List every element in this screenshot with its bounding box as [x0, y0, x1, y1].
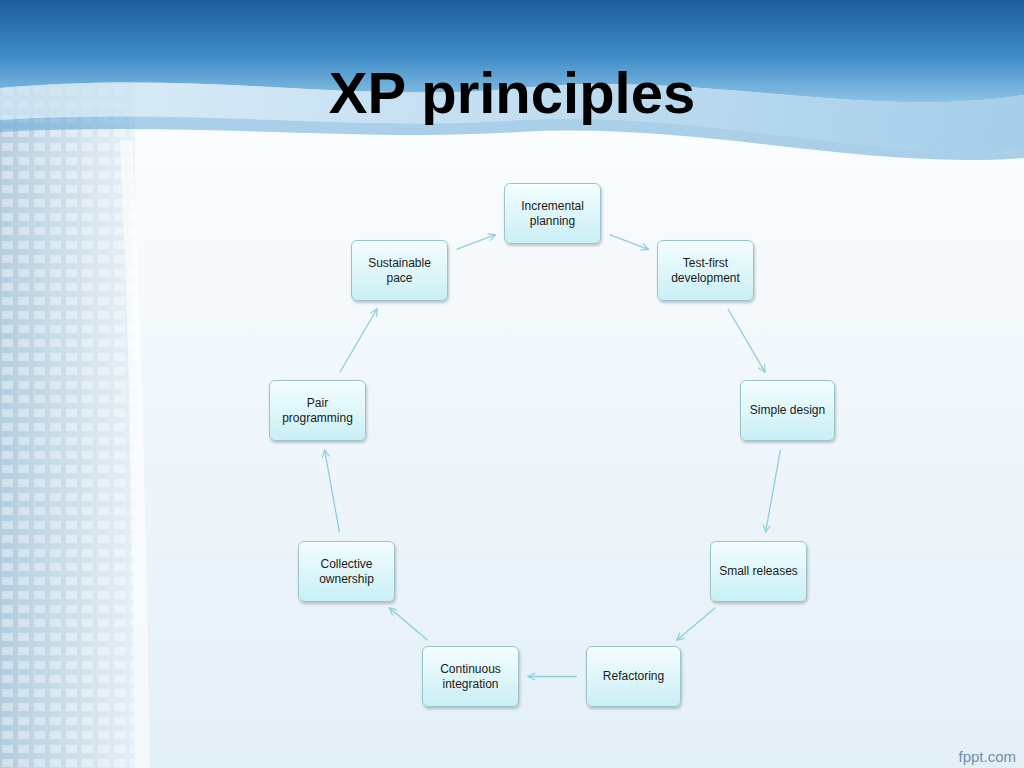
- principle-box: Simple design: [740, 380, 835, 441]
- principle-label: Incremental planning: [512, 199, 593, 228]
- principle-box: Refactoring: [586, 646, 681, 707]
- principle-label: Continuous integration: [430, 662, 511, 691]
- principle-box: Sustainable pace: [351, 240, 448, 301]
- principle-label: Pair programming: [277, 396, 358, 425]
- cycle-arrow: [728, 309, 765, 372]
- principle-label: Collective ownership: [306, 557, 387, 586]
- cycle-arrow: [677, 608, 716, 640]
- principle-box: Pair programming: [269, 380, 366, 441]
- principle-box: Continuous integration: [422, 646, 519, 707]
- principle-label: Simple design: [750, 403, 825, 417]
- watermark: fppt.com: [958, 748, 1016, 765]
- principle-label: Sustainable pace: [359, 256, 440, 285]
- principle-box: Small releases: [710, 541, 807, 602]
- principle-label: Refactoring: [603, 669, 664, 683]
- cycle-arrow: [325, 450, 340, 532]
- cycle-arrow: [766, 450, 781, 532]
- principle-label: Test-first development: [665, 256, 746, 285]
- principle-label: Small releases: [719, 564, 798, 578]
- cycle-arrow: [609, 235, 648, 250]
- principle-box: Test-first development: [657, 240, 754, 301]
- cycle-arrow: [456, 235, 495, 250]
- cycle-arrow: [389, 608, 427, 640]
- cycle-arrow: [528, 676, 577, 677]
- principle-box: Incremental planning: [504, 183, 601, 244]
- cycle-arrow: [340, 309, 377, 372]
- principle-box: Collective ownership: [298, 541, 395, 602]
- slide-title: XP principles: [0, 58, 1024, 128]
- building-edge: [120, 140, 150, 768]
